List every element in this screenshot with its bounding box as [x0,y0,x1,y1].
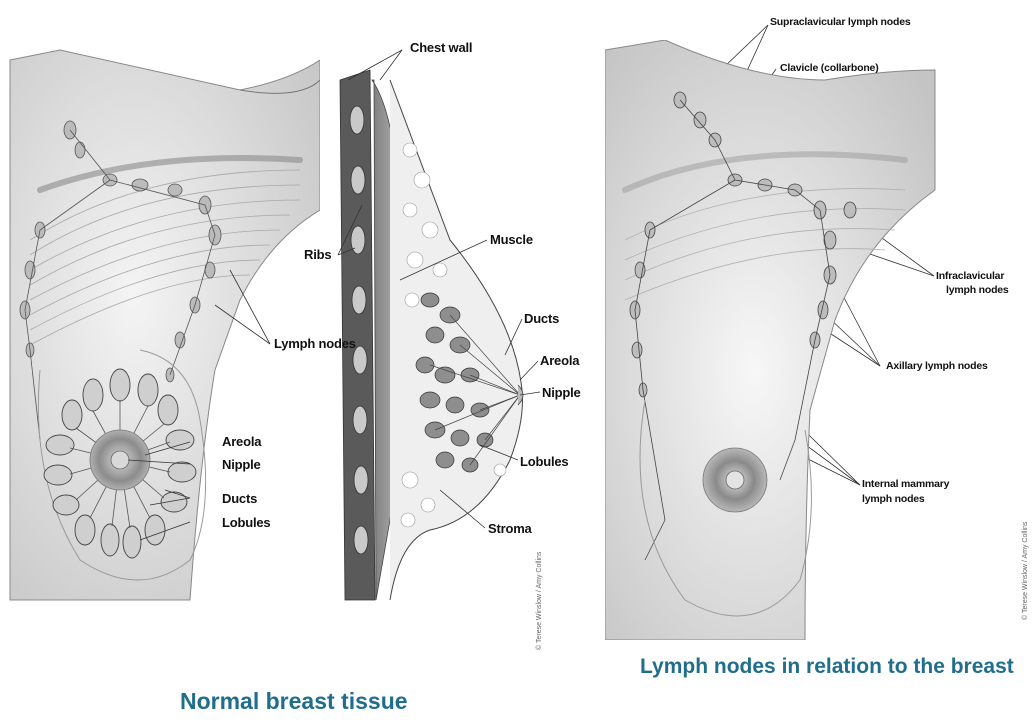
label-areola-front: Areola [222,434,261,449]
copyright-left: © Terese Winslow / Amy Collins [536,552,543,650]
caption-normal-breast-tissue: Normal breast tissue [180,688,408,715]
label-clavicle: Clavicle (collarbone) [780,62,879,75]
label-lobules-front: Lobules [222,515,270,530]
nipple-right [726,471,744,489]
label-infraclavicular-1: Infraclavicular [936,270,1004,283]
label-lobules-side: Lobules [520,454,568,469]
label-chest-wall: Chest wall [410,40,472,55]
label-ribs: Ribs [304,247,331,262]
label-stroma: Stroma [488,521,532,536]
caption-lymph-nodes: Lymph nodes in relation to the breast [640,655,1014,679]
lymph-torso-svg [605,40,1025,640]
label-ducts-side: Ducts [524,311,559,326]
label-internal-mammary-2: lymph nodes [862,493,925,506]
lymph-view-illustration [605,40,1025,640]
copyright-right: © Terese Winslow / Amy Collins [1022,522,1029,620]
label-internal-mammary-1: Internal mammary [862,478,949,491]
label-nipple-side: Nipple [542,385,581,400]
torso-silhouette-right [605,40,935,640]
label-lymph-nodes: Lymph nodes [274,336,356,351]
label-areola-side: Areola [540,353,579,368]
label-nipple-front: Nipple [222,457,261,472]
label-ducts-front: Ducts [222,491,257,506]
label-axillary: Axillary lymph nodes [886,360,988,373]
label-infraclavicular-2: lymph nodes [946,284,1009,297]
label-muscle: Muscle [490,232,533,247]
label-supraclavicular: Supraclavicular lymph nodes [770,16,910,29]
